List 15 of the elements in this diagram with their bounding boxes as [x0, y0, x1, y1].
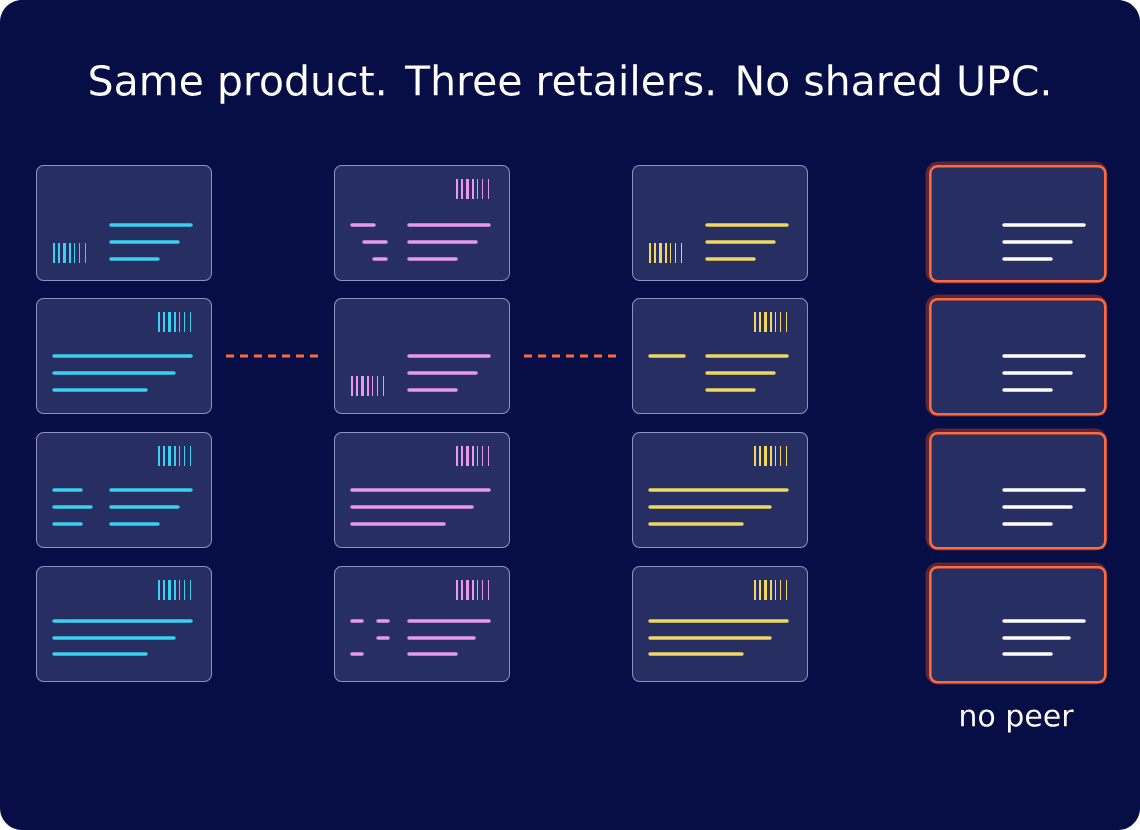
card [632, 432, 808, 548]
dashed-connector [524, 354, 618, 358]
card [632, 566, 808, 682]
card [334, 298, 510, 414]
card [36, 566, 212, 682]
card [334, 432, 510, 548]
title: Same product. Three retailers. No shared UPC. [90, 64, 1048, 104]
card [632, 165, 808, 281]
card [36, 298, 212, 414]
card [36, 432, 212, 548]
card [334, 165, 510, 281]
card [334, 566, 510, 682]
card [36, 165, 212, 281]
card [632, 298, 808, 414]
dashed-connector [226, 354, 320, 358]
